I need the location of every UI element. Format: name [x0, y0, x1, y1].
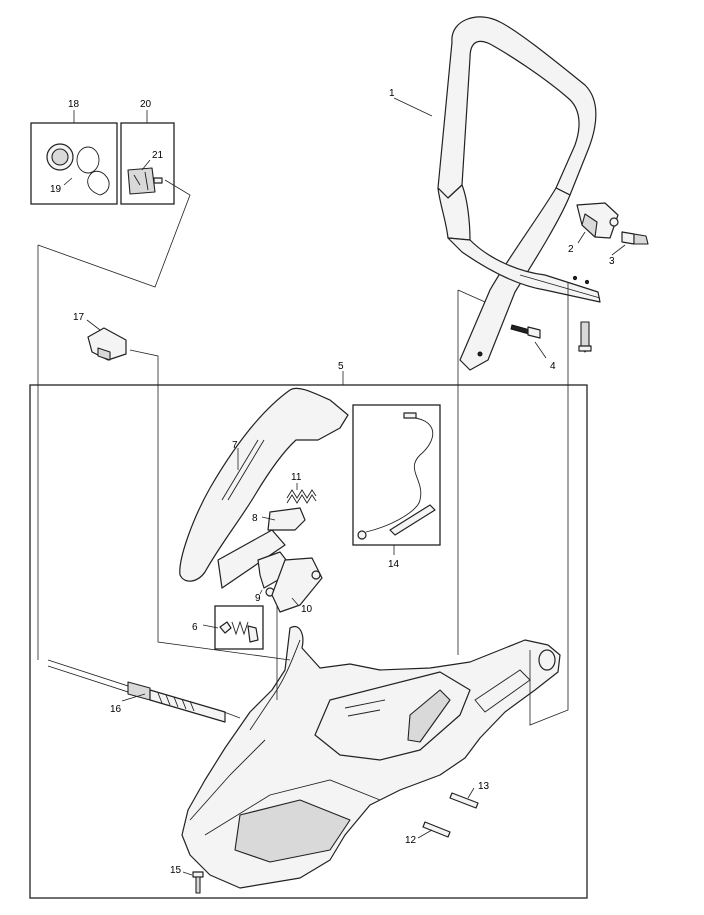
callout-1: 1 — [389, 88, 395, 99]
pin-12 — [422, 821, 451, 838]
callout-20: 20 — [140, 99, 152, 110]
pin-13 — [449, 792, 479, 809]
callout-10: 10 — [301, 604, 313, 615]
spring-11 — [286, 489, 317, 504]
screw-15 — [192, 871, 204, 894]
inset-box-18 — [30, 122, 118, 205]
callout-12: 12 — [405, 835, 417, 846]
callout-9: 9 — [255, 593, 261, 604]
callout-17: 17 — [73, 312, 85, 323]
callout-15: 15 — [170, 865, 182, 876]
inset-box-20 — [120, 122, 175, 205]
callout-14: 14 — [388, 559, 400, 570]
callout-8: 8 — [252, 513, 258, 524]
lever-10 — [271, 557, 323, 613]
handle-screw — [578, 321, 592, 353]
throttle-cable-14 — [357, 412, 436, 540]
cap-assembly-19 — [46, 143, 110, 196]
rear-handle-cover-7 — [179, 387, 349, 582]
callout-6: 6 — [192, 622, 198, 633]
callout-16: 16 — [110, 704, 122, 715]
callout-5: 5 — [338, 361, 344, 372]
handle-clamp — [576, 202, 619, 239]
clip-17 — [87, 327, 127, 361]
screw-4 — [510, 324, 541, 339]
spring-knob-6 — [219, 620, 259, 643]
callout-7: 7 — [232, 440, 238, 451]
stud-16 — [47, 659, 226, 723]
callout-13: 13 — [478, 781, 490, 792]
inset-box-14 — [352, 404, 441, 546]
callout-11: 11 — [291, 472, 302, 483]
throttle-trigger-8 — [217, 507, 306, 589]
callout-2: 2 — [568, 244, 574, 255]
callout-18: 18 — [68, 99, 80, 110]
assembly-lines — [37, 97, 626, 876]
assembly-frame — [29, 384, 588, 899]
callout-21: 21 — [152, 150, 164, 161]
callout-4: 4 — [550, 361, 556, 372]
main-housing — [181, 626, 561, 889]
filter-21 — [127, 167, 163, 195]
callout-3: 3 — [609, 256, 615, 267]
front-handle-bar — [437, 16, 601, 371]
callout-19: 19 — [50, 184, 62, 195]
bolt-3 — [621, 231, 649, 245]
